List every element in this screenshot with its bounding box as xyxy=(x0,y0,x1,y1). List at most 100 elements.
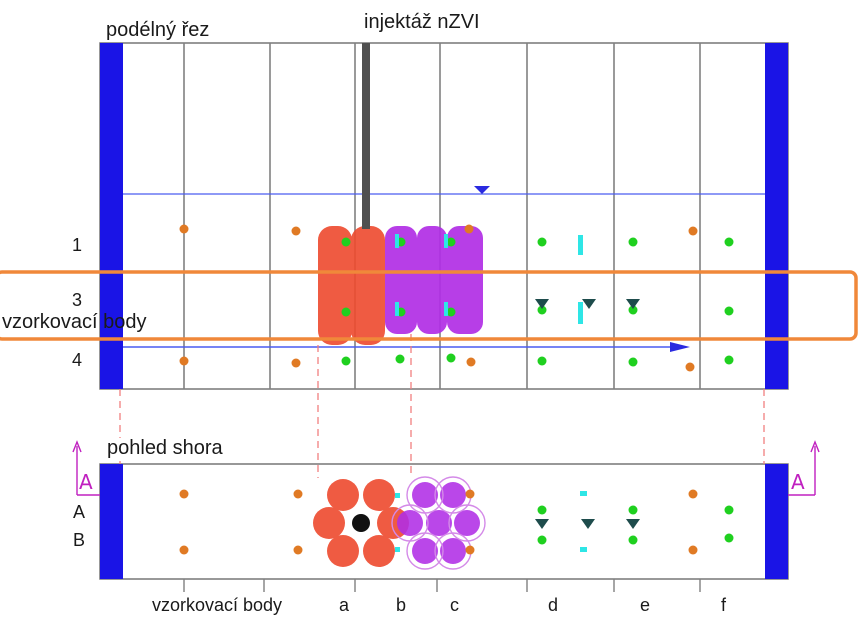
cyan-marker xyxy=(578,302,583,324)
sampling-point xyxy=(293,489,303,499)
profile-row-label-4: 4 xyxy=(72,350,83,370)
marker-arrow xyxy=(810,440,820,453)
sampling-point xyxy=(628,237,638,247)
boundary-walls xyxy=(100,43,788,579)
dark-triangle-marker xyxy=(535,299,549,309)
sampling-point xyxy=(724,237,734,247)
nzvi-halo xyxy=(406,532,444,570)
nzvi-blob xyxy=(447,226,483,334)
topview-points-green xyxy=(537,505,734,545)
cyan-marker xyxy=(580,547,587,552)
sampling-point xyxy=(724,533,734,543)
sampling-point xyxy=(341,237,351,247)
sampling-point xyxy=(465,489,475,499)
marker-arrow xyxy=(72,440,82,453)
sampling-point xyxy=(628,305,638,315)
section-marker-label-left: A xyxy=(79,470,93,494)
profile-row-label-1: 1 xyxy=(72,235,83,255)
sampling-point xyxy=(446,237,456,247)
sampling-point xyxy=(179,489,189,499)
sampling-point xyxy=(537,356,547,366)
sampling-highlight-frame xyxy=(0,270,858,341)
nzvi-blob xyxy=(412,482,438,508)
nzvi-blob xyxy=(440,482,466,508)
topview-ticks xyxy=(183,579,701,592)
sampling-point xyxy=(179,545,189,555)
cyan-marker xyxy=(395,234,399,248)
profile-grid-lines xyxy=(183,43,701,389)
profile-frame xyxy=(99,42,789,390)
left-boundary-topview xyxy=(100,464,123,579)
topview-section xyxy=(99,463,789,592)
sampling-points-label-bottom: vzorkovací body xyxy=(152,595,283,615)
sampling-point xyxy=(446,353,456,363)
right-boundary-profile xyxy=(765,43,788,389)
nzvi-blob xyxy=(363,535,395,567)
sampling-point xyxy=(465,545,475,555)
column-label-c: c xyxy=(450,595,459,615)
topview-points-orange xyxy=(179,489,698,555)
section-marker-label-right: A xyxy=(791,470,805,494)
dark-triangle-marker xyxy=(626,519,640,529)
dark-triangle-marker xyxy=(535,519,549,529)
sampling-point xyxy=(179,356,189,366)
sampling-point xyxy=(537,305,547,315)
column-label-f: f xyxy=(721,595,727,615)
nzvi-blob xyxy=(385,226,417,334)
nzvi-blob xyxy=(351,226,385,345)
topview-markers-dark xyxy=(535,519,640,529)
top-view-title: pohled shora xyxy=(105,437,225,459)
profile-points-orange xyxy=(179,224,698,372)
nzvi-blob xyxy=(412,538,438,564)
profile-title: podélný řez xyxy=(104,19,212,41)
sampling-point xyxy=(537,505,547,515)
sampling-point xyxy=(291,226,301,236)
nzvi-blob xyxy=(327,479,359,511)
profile-markers-dark xyxy=(535,299,640,309)
nzvi-plume-magenta xyxy=(385,226,483,334)
injection-point xyxy=(352,514,370,532)
sampling-point xyxy=(724,505,734,515)
cyan-marker xyxy=(444,234,448,248)
profile-markers-cyan xyxy=(395,234,583,324)
injection-label: injektáž nZVI xyxy=(364,11,480,33)
sampling-point xyxy=(537,237,547,247)
nzvi-blob xyxy=(454,510,480,536)
nzvi-blob xyxy=(440,538,466,564)
nzvi-blob xyxy=(417,226,447,334)
topview-row-label-b: B xyxy=(73,530,86,550)
sampling-point xyxy=(688,545,698,555)
sampling-point xyxy=(179,224,189,234)
topview-row-label-a: A xyxy=(73,502,86,522)
sampling-point xyxy=(464,224,474,234)
section-marker-right xyxy=(788,440,820,496)
column-label-e: e xyxy=(640,595,651,615)
sampling-point xyxy=(341,307,351,317)
cyan-marker xyxy=(580,491,587,496)
sampling-point xyxy=(537,535,547,545)
profile-row-label-3: 3 xyxy=(72,290,83,310)
sampling-point xyxy=(688,226,698,236)
nzvi-blob xyxy=(327,535,359,567)
sampling-point xyxy=(293,545,303,555)
topview-markers-cyan xyxy=(395,491,587,552)
sampling-point xyxy=(685,362,695,372)
sampling-point xyxy=(291,358,301,368)
sampling-point xyxy=(628,505,638,515)
right-boundary-topview xyxy=(765,464,788,579)
cyan-marker xyxy=(395,302,399,316)
sampling-point xyxy=(724,306,734,316)
cyan-marker xyxy=(444,302,448,316)
sampling-point xyxy=(688,489,698,499)
nzvi-blob xyxy=(426,510,452,536)
column-label-a: a xyxy=(339,595,350,615)
profile-section xyxy=(99,42,789,390)
nzvi-plume-red xyxy=(318,226,385,345)
cyan-marker xyxy=(395,547,400,552)
sampling-point xyxy=(395,354,405,364)
dark-triangle-marker xyxy=(626,299,640,309)
cyan-marker xyxy=(578,235,583,255)
dark-triangle-marker xyxy=(581,519,595,529)
